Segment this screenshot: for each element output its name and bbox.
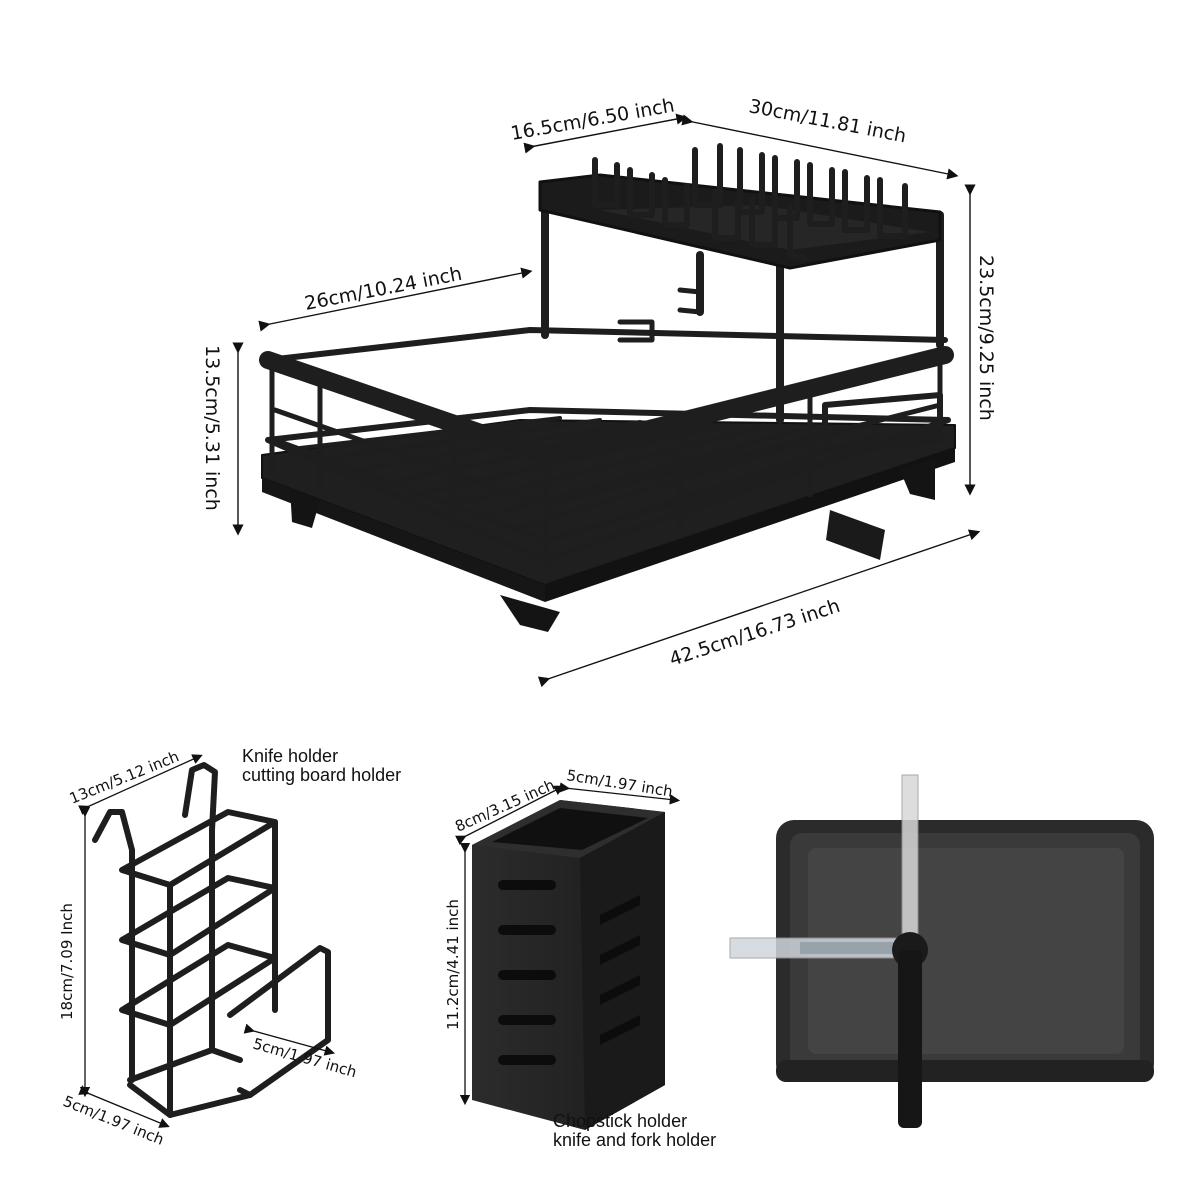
chopstick-holder-caption-line2: knife and fork holder (553, 1130, 717, 1150)
chopstick-holder-caption-line1: Chopstick holder (553, 1111, 688, 1131)
top-shelf-width-label: 30cm/11.81 inch (747, 95, 908, 147)
drain-spout (826, 510, 885, 560)
main-rack-dimension-lines (232, 113, 981, 688)
utensil-cup-depth-label: 5cm/1.97 inch (565, 766, 674, 801)
knife-holder-illustration (92, 762, 331, 1118)
knife-holder-caption-line1: Knife holder (242, 746, 339, 766)
knife-holder-slot-depth-label: 5cm/1.97 inch (251, 1035, 359, 1082)
basket-height-label: 13.5cm/5.31 inch (201, 345, 223, 511)
total-length-label: 42.5cm/16.73 inch (667, 595, 843, 671)
utensil-cup-height-label: 11.2cm/4.41 inch (444, 899, 462, 1030)
knife-holder-width-label: 13cm/5.12 inch (67, 747, 182, 807)
knife-holder-caption-line2: cutting board holder (242, 765, 402, 785)
cup-vent-slots (498, 880, 640, 1065)
chopstick-holder-caption: Chopstick holder knife and fork holder (553, 1112, 716, 1150)
tray-leg-left (290, 488, 320, 528)
spout-arm (898, 950, 922, 1128)
utensil-cup-dimension-lines (455, 782, 681, 1106)
utensil-cup-illustration (472, 800, 665, 1130)
knife-holder-dimension-lines (78, 754, 336, 1128)
dish-rack-illustration (259, 143, 956, 632)
knife-holder-height-label: 18cm/7.09 Inch (58, 903, 76, 1020)
total-height-label: 23.5cm/9.25 inch (975, 255, 997, 421)
top-shelf-depth-label: 16.5cm/6.50 inch (509, 94, 676, 144)
knife-holder-caption: Knife holder cutting board holder (242, 747, 401, 785)
tray-leg-right (900, 458, 935, 500)
spout-vertical (901, 774, 919, 936)
drip-tray-illustration (729, 774, 1154, 1128)
basket-depth-label: 26cm/10.24 inch (303, 263, 464, 315)
tray-leg-front (500, 595, 560, 632)
